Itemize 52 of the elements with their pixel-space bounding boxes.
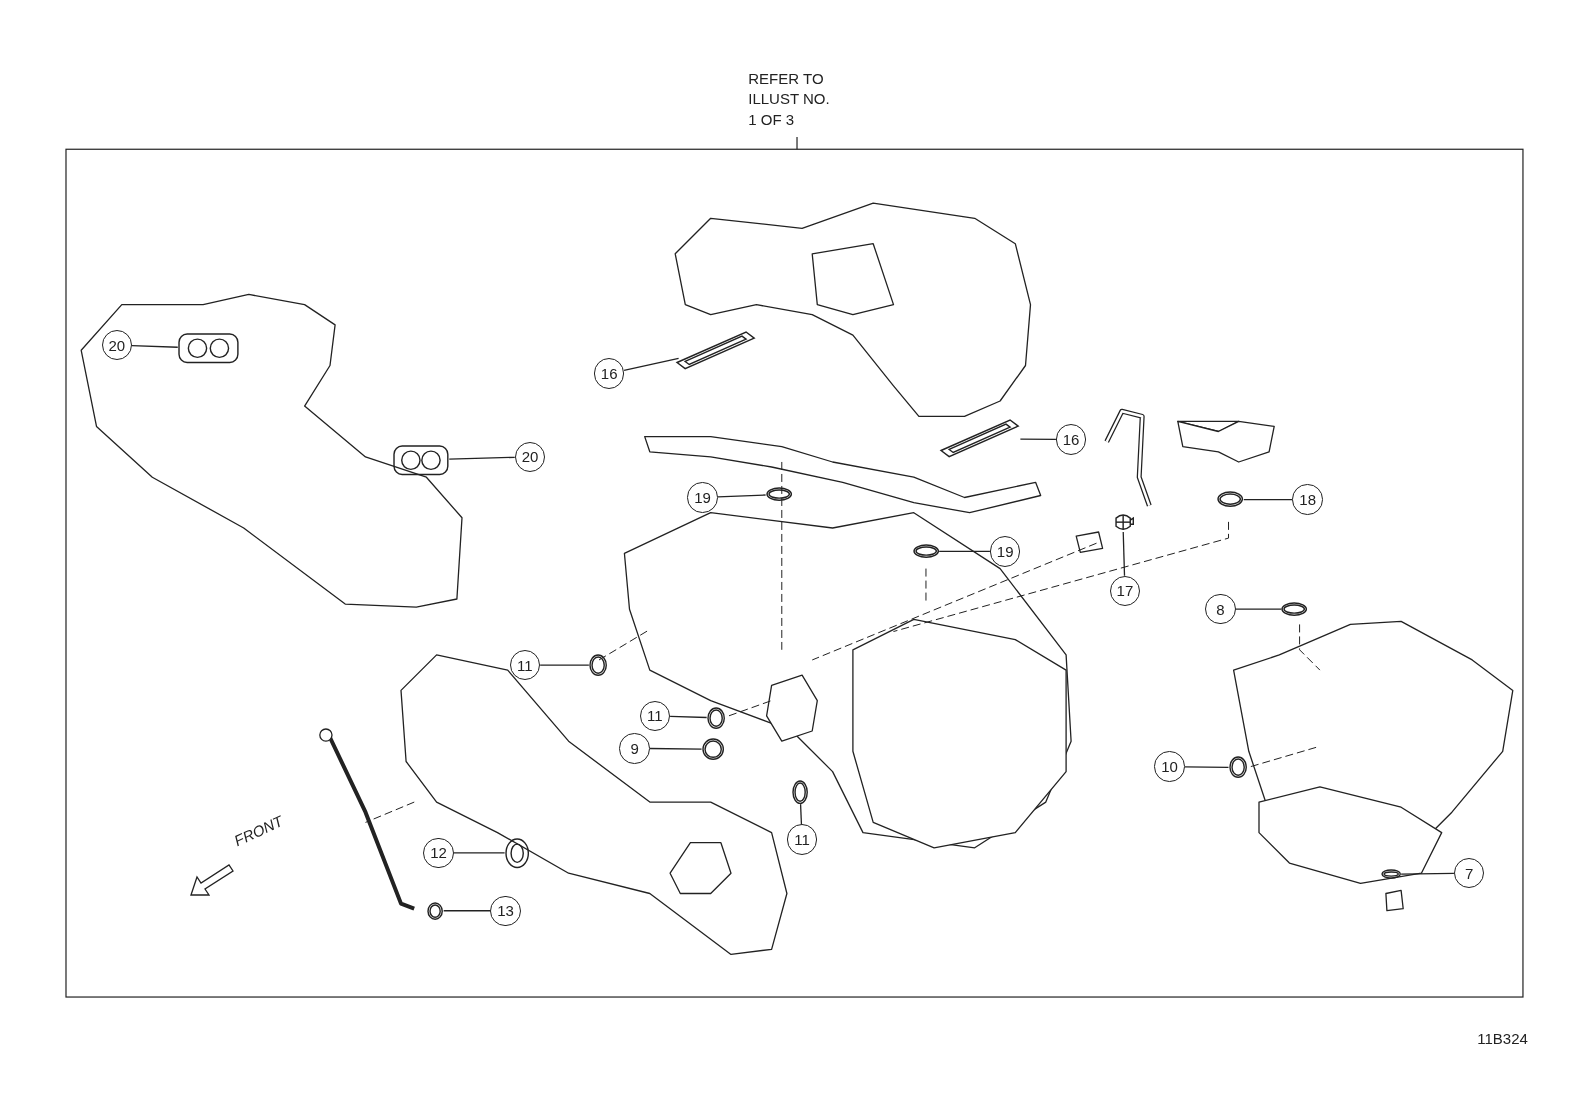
callout-number: 11 [639,700,671,731]
exhaust-gasket [393,444,450,476]
callout-number: 9 [619,733,650,764]
callout-number: 10 [1154,751,1185,782]
leader-line [623,357,680,371]
callout-number: 12 [423,837,454,869]
callout-number: 20 [514,441,546,473]
callout-number: 19 [989,536,1021,567]
o-ring-gasket [588,653,608,677]
leader-line [1243,498,1294,501]
o-ring-gasket [912,544,940,559]
leader-line [448,456,516,460]
leader-line [717,494,767,498]
callout-number: 17 [1109,575,1141,607]
leader-line [938,550,991,552]
callout-number: 11 [786,824,818,855]
callout-number: 16 [593,358,625,389]
callout-number: 8 [1205,593,1236,625]
o-ring-gasket [791,779,809,805]
callout-number: 7 [1453,857,1485,889]
leader-line [649,747,703,750]
intake-gasket [675,329,757,371]
callout-number: 13 [490,895,521,926]
o-ring-gasket [765,487,792,502]
o-ring-gasket [1281,602,1308,617]
leader-line [131,345,179,348]
reference-note: REFER TO ILLUST NO. 1 OF 3 [748,69,831,130]
exhaust-gasket [177,333,239,364]
o-ring-gasket [706,706,725,729]
o-ring-gasket [1217,491,1244,508]
o-ring-gasket [427,901,444,920]
intake-gasket [939,418,1021,459]
leader-line [1184,766,1230,769]
callout-number: 16 [1055,424,1087,455]
o-ring-gasket [701,738,724,761]
leader-line [453,852,506,854]
leader-line [1019,438,1057,441]
leader-line [443,910,492,912]
leader-line [799,803,803,826]
leader-line [669,715,708,719]
drawing-number: 11B324 [1477,1028,1528,1049]
leader-line [1400,872,1455,875]
drain-plug-washer [1380,869,1402,880]
leader-line [539,664,590,666]
o-ring-gasket [1228,756,1247,779]
callout-number: 11 [509,649,541,681]
leader-line [1235,608,1282,610]
leader-line [1122,531,1126,577]
callout-number: 19 [687,482,718,513]
oil-seal [504,837,529,869]
callout-number: 18 [1292,484,1323,515]
hose-clip [1112,511,1134,532]
